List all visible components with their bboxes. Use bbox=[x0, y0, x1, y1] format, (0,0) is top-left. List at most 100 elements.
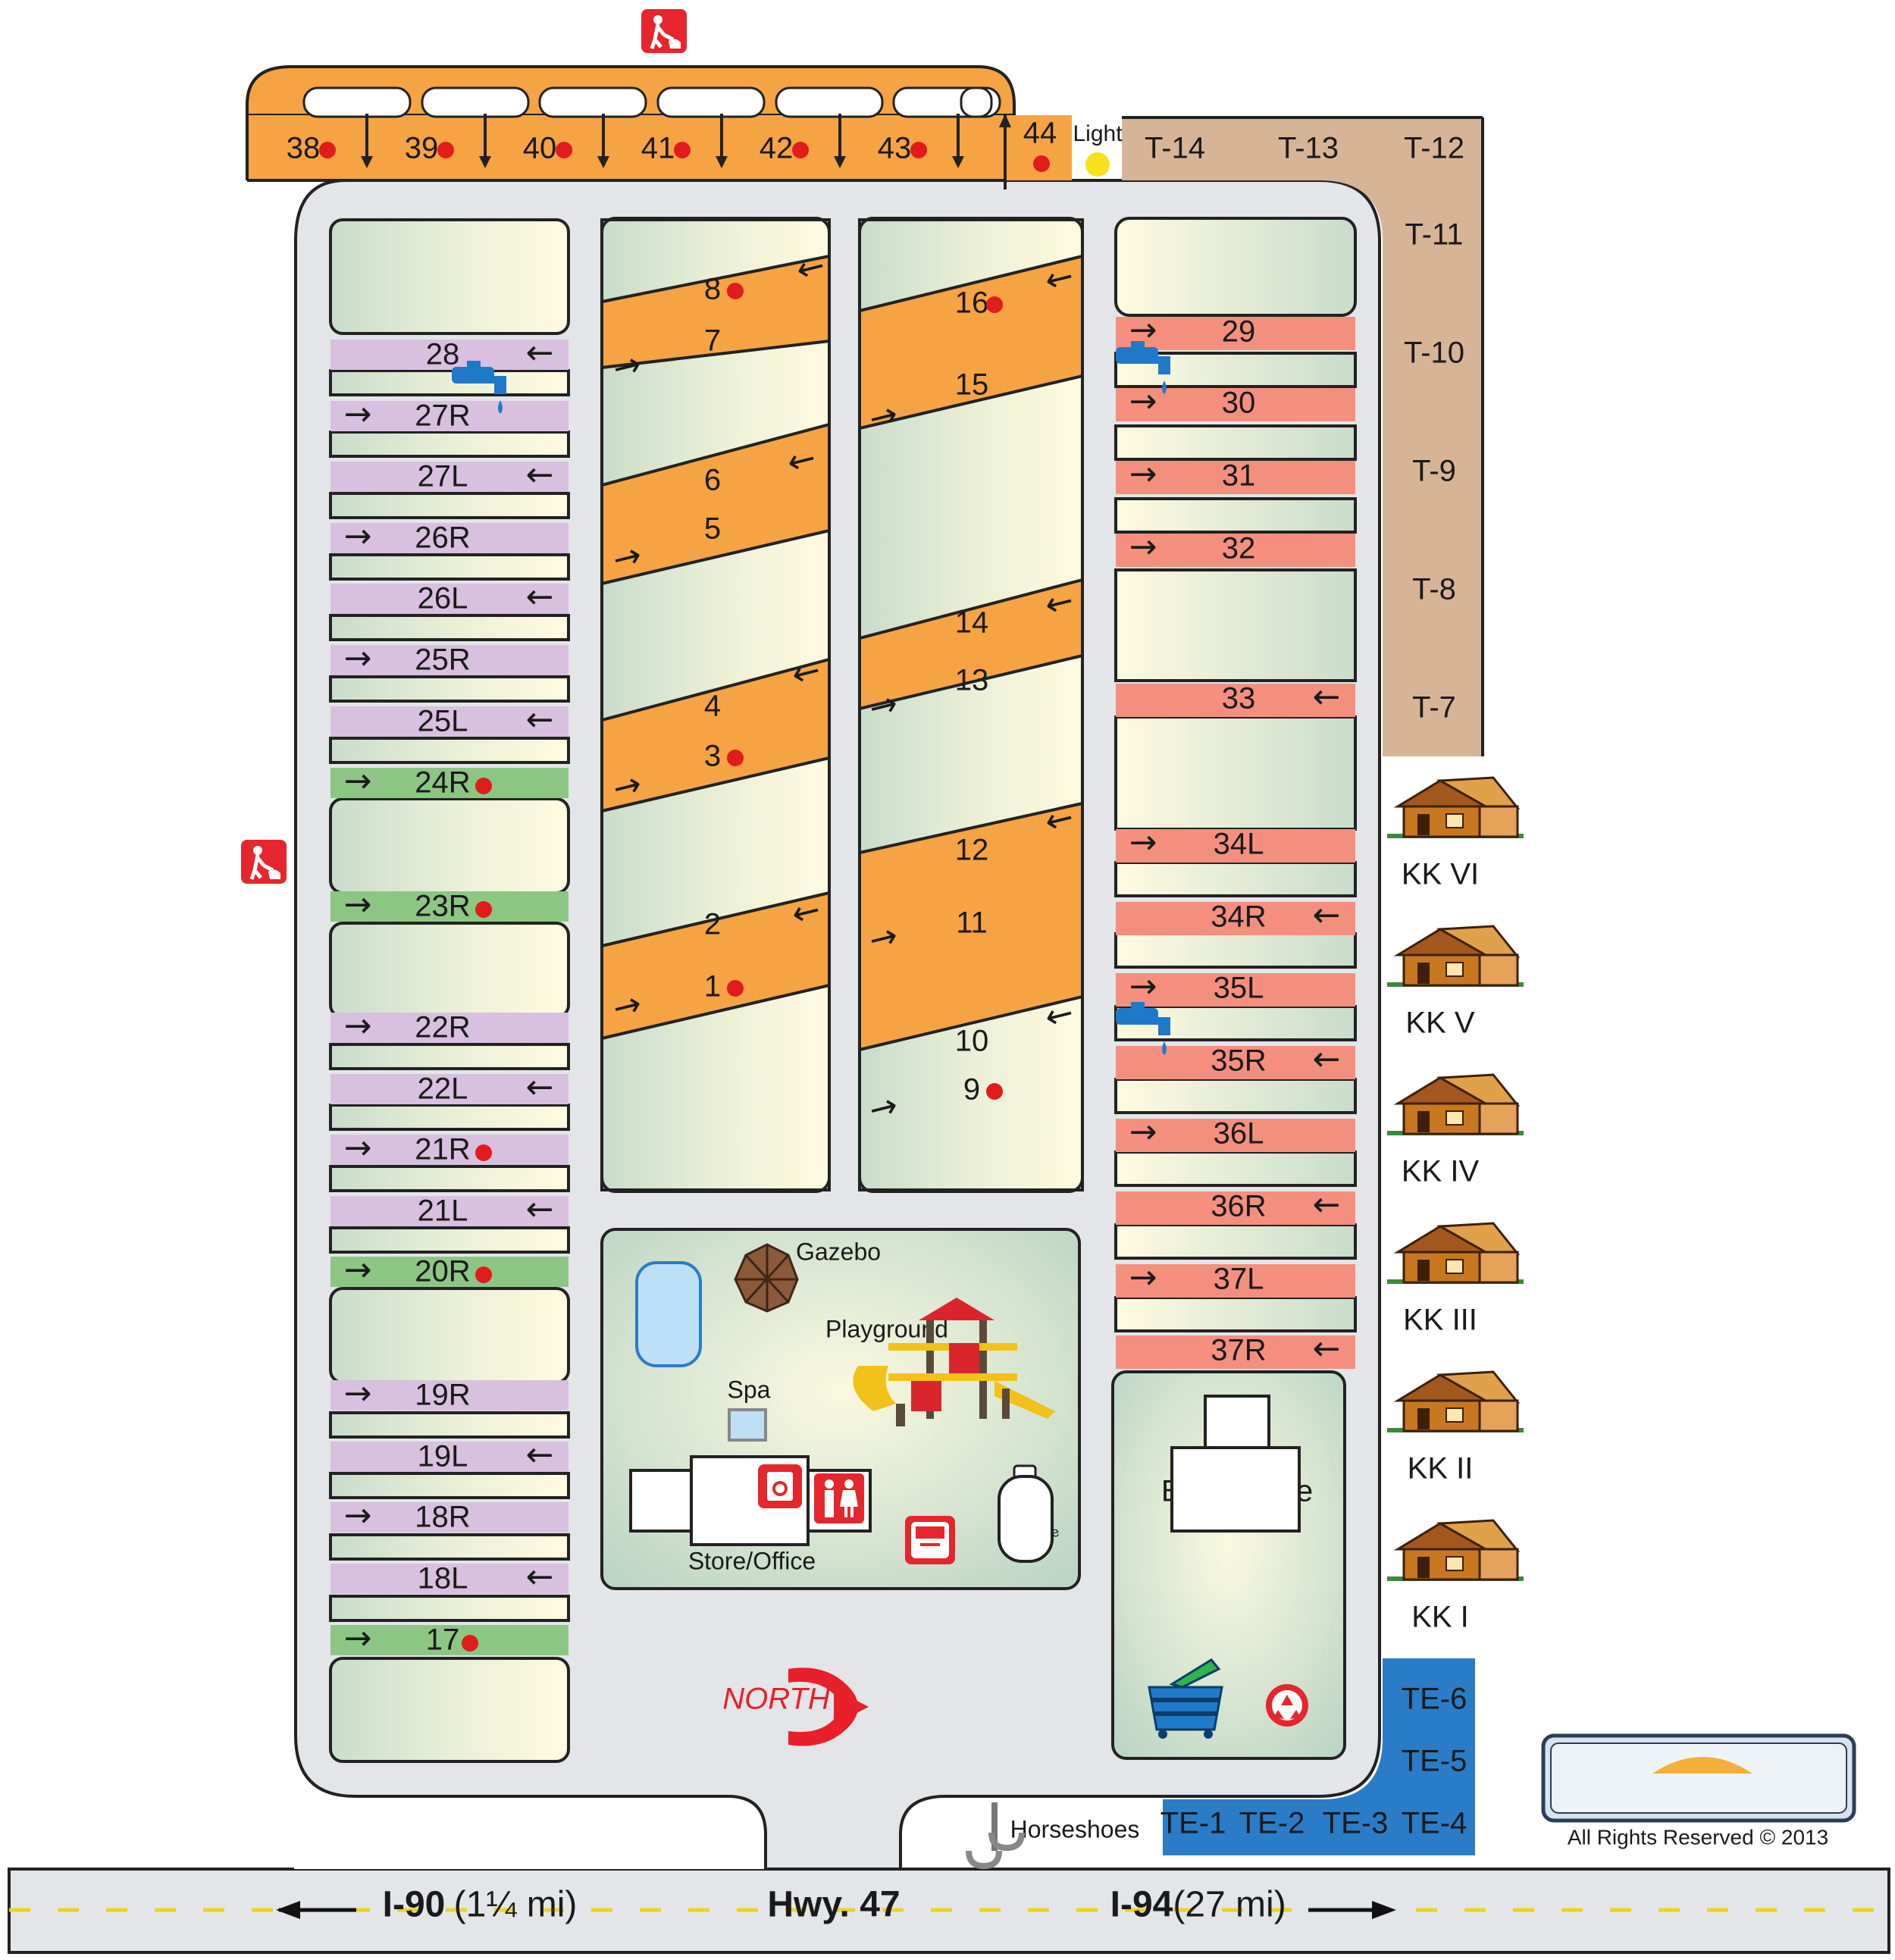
te-site-TE-5: TE-5 bbox=[1402, 1745, 1467, 1778]
spa bbox=[728, 1408, 767, 1442]
cabin-icon bbox=[1387, 776, 1524, 838]
site-7: 7 bbox=[704, 324, 721, 358]
gazebo-label: Gazebo bbox=[796, 1238, 881, 1265]
site-strip-18L bbox=[330, 1564, 568, 1594]
tent-site-T-8: T-8 bbox=[1412, 573, 1456, 606]
site-35R: 35R bbox=[1211, 1044, 1266, 1078]
highway-east-distance: (27 mi) bbox=[1173, 1885, 1286, 1925]
laundry-icon bbox=[758, 1464, 802, 1508]
site-strip-18R bbox=[330, 1502, 568, 1533]
tent-site-T-12: T-12 bbox=[1404, 132, 1464, 165]
te-site-TE-3: TE-3 bbox=[1323, 1807, 1389, 1840]
site-strip-28 bbox=[330, 340, 568, 370]
site-34R: 34R bbox=[1211, 900, 1266, 934]
site-36R: 36R bbox=[1211, 1190, 1266, 1223]
occupied-dot bbox=[727, 750, 744, 766]
site-16: 16 bbox=[955, 286, 989, 320]
right-column bbox=[1114, 217, 1357, 1369]
direction-arrow: ← bbox=[526, 1558, 554, 1596]
site-25R: 25R bbox=[415, 643, 470, 677]
bunk-room-building bbox=[1204, 1395, 1270, 1451]
water-tap-icon bbox=[452, 361, 506, 414]
tent-site-T-14: T-14 bbox=[1145, 132, 1205, 165]
highway-west-route: I-90 bbox=[383, 1885, 446, 1925]
bunkhouse-building bbox=[1170, 1446, 1301, 1533]
direction-arrow: → bbox=[344, 1129, 372, 1167]
cabin-KK-I: KK I bbox=[1411, 1601, 1469, 1634]
cabin-icon bbox=[1387, 1222, 1524, 1284]
site-strip-37L bbox=[1116, 1264, 1355, 1298]
direction-arrow: → bbox=[344, 1619, 372, 1658]
site-35L: 35L bbox=[1214, 972, 1264, 1005]
site-38: 38 bbox=[287, 132, 321, 165]
site-15: 15 bbox=[955, 368, 989, 402]
direction-arrow: ← bbox=[1313, 896, 1341, 935]
direction-arrow: ← bbox=[526, 333, 554, 372]
cabin-KK-II: KK II bbox=[1408, 1452, 1474, 1486]
restroom-icon bbox=[814, 1473, 864, 1523]
site-23R: 23R bbox=[415, 890, 470, 923]
site-strip-34L bbox=[1116, 829, 1355, 863]
occupied-dot bbox=[727, 283, 744, 299]
direction-arrow: → bbox=[344, 1374, 372, 1413]
site-29: 29 bbox=[1222, 315, 1256, 349]
site-36L: 36L bbox=[1214, 1117, 1264, 1151]
site-strip-36R bbox=[1116, 1191, 1355, 1225]
site-3: 3 bbox=[704, 740, 721, 773]
site-strip-35R bbox=[1116, 1046, 1355, 1079]
site-19R: 19R bbox=[415, 1379, 470, 1412]
site-4: 4 bbox=[704, 690, 721, 723]
site-37R: 37R bbox=[1211, 1334, 1266, 1367]
north-label: NORTH bbox=[722, 1683, 830, 1716]
occupied-dot bbox=[792, 142, 809, 158]
tent-site-T-13: T-13 bbox=[1278, 132, 1339, 165]
tent-area bbox=[1122, 117, 1483, 756]
site-strip-29 bbox=[1116, 317, 1355, 350]
highway-east-route: I-94 bbox=[1110, 1885, 1173, 1925]
occupied-dot bbox=[475, 778, 492, 794]
site-37L: 37L bbox=[1214, 1263, 1264, 1296]
site-26R: 26R bbox=[415, 521, 470, 555]
te-site-TE-6: TE-6 bbox=[1402, 1683, 1467, 1716]
site-39: 39 bbox=[405, 132, 439, 165]
site-11: 11 bbox=[956, 906, 988, 940]
water-tap-icon bbox=[1116, 341, 1170, 394]
gazebo-icon bbox=[734, 1243, 799, 1313]
direction-arrow: → bbox=[1129, 967, 1157, 1006]
water-tap-icon bbox=[1116, 1002, 1170, 1055]
site-21L: 21L bbox=[418, 1194, 468, 1228]
site-strip-22L bbox=[330, 1074, 568, 1104]
cabin-KK-III: KK III bbox=[1403, 1304, 1477, 1337]
cabin-KK-V: KK V bbox=[1405, 1007, 1474, 1040]
site-strip-22R bbox=[330, 1013, 568, 1043]
direction-arrow: ← bbox=[1313, 1185, 1341, 1224]
direction-arrow: ← bbox=[526, 1068, 554, 1107]
site-43: 43 bbox=[878, 132, 912, 165]
direction-arrow: → bbox=[1129, 823, 1157, 862]
direction-arrow: → bbox=[344, 1496, 372, 1535]
direction-arrow: → bbox=[344, 885, 372, 924]
site-strip-36L bbox=[1116, 1119, 1355, 1152]
top-row bbox=[246, 65, 1072, 189]
occupied-dot bbox=[910, 142, 927, 158]
cabin-icon bbox=[1387, 1073, 1524, 1135]
tent-site-T-11: T-11 bbox=[1405, 218, 1463, 252]
direction-arrow: → bbox=[1129, 528, 1157, 566]
direction-arrow: ← bbox=[526, 456, 554, 494]
site-strip-17 bbox=[330, 1625, 568, 1655]
site-strip-31 bbox=[1116, 461, 1355, 494]
site-2: 2 bbox=[704, 908, 721, 941]
site-strip-21R bbox=[330, 1135, 568, 1165]
direction-arrow: → bbox=[344, 395, 372, 434]
site-28: 28 bbox=[426, 338, 460, 371]
site-40: 40 bbox=[523, 132, 557, 165]
site-strip-26R bbox=[330, 523, 568, 553]
horseshoe-icon bbox=[966, 1802, 1025, 1870]
cabin-icon bbox=[1387, 1370, 1524, 1432]
site-19L: 19L bbox=[418, 1440, 468, 1473]
occupied-dot bbox=[475, 1266, 492, 1283]
tent-site-T-10: T-10 bbox=[1404, 337, 1464, 370]
site-strip-21L bbox=[330, 1196, 568, 1226]
horseshoes-label: Horseshoes bbox=[1010, 1815, 1140, 1843]
occupied-dot bbox=[674, 142, 691, 158]
